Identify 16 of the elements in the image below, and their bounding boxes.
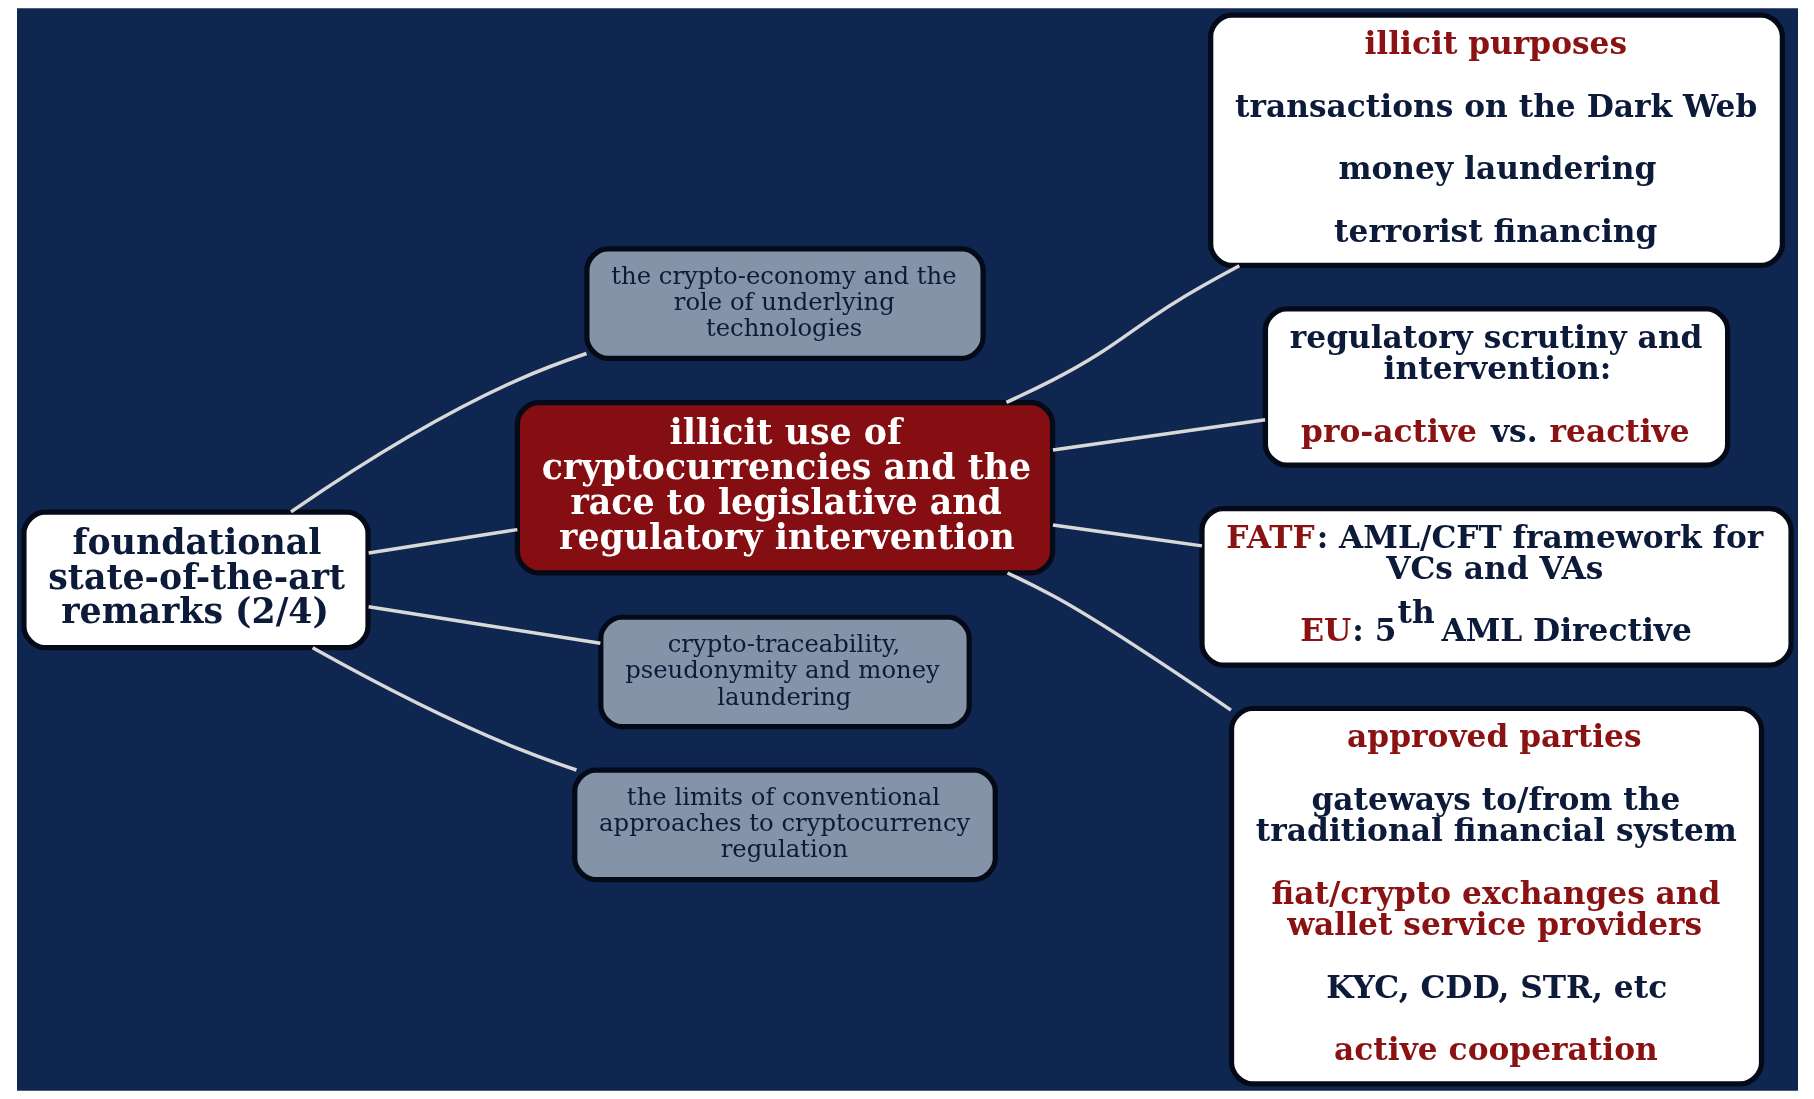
connector xyxy=(367,527,518,555)
node-box: foundational state-of-the-art remarks (2/4) xyxy=(20,509,371,651)
connector xyxy=(1005,264,1240,404)
connector xyxy=(1006,571,1232,712)
node-box: illicit use of cryptocurrencies and the race to legislative and regulatory intervention xyxy=(514,400,1055,576)
node-box: approved parties gateways to/from the traditional financial system fiat/crypto exchanges and wallet service providers KYC, CDD, STR, etc active cooperation xyxy=(1228,705,1764,1087)
node-box: regulatory scrutiny and intervention: pro-active vs. reactive xyxy=(1262,306,1730,468)
node-box: the crypto-economy and the role of underlying technologies xyxy=(583,246,986,361)
node-box: illicit purposes transactions on the Dark Web money laundering terrorist financing xyxy=(1207,12,1785,268)
connector xyxy=(289,351,587,514)
connector xyxy=(1052,418,1265,452)
connector xyxy=(367,605,601,645)
node-box: crypto-traceability, pseudonymity and money laundering xyxy=(597,614,972,730)
connector xyxy=(311,646,577,772)
connector xyxy=(1052,523,1202,548)
node-box: the limits of conventional approaches to cryptocurrency regulation xyxy=(571,767,998,883)
